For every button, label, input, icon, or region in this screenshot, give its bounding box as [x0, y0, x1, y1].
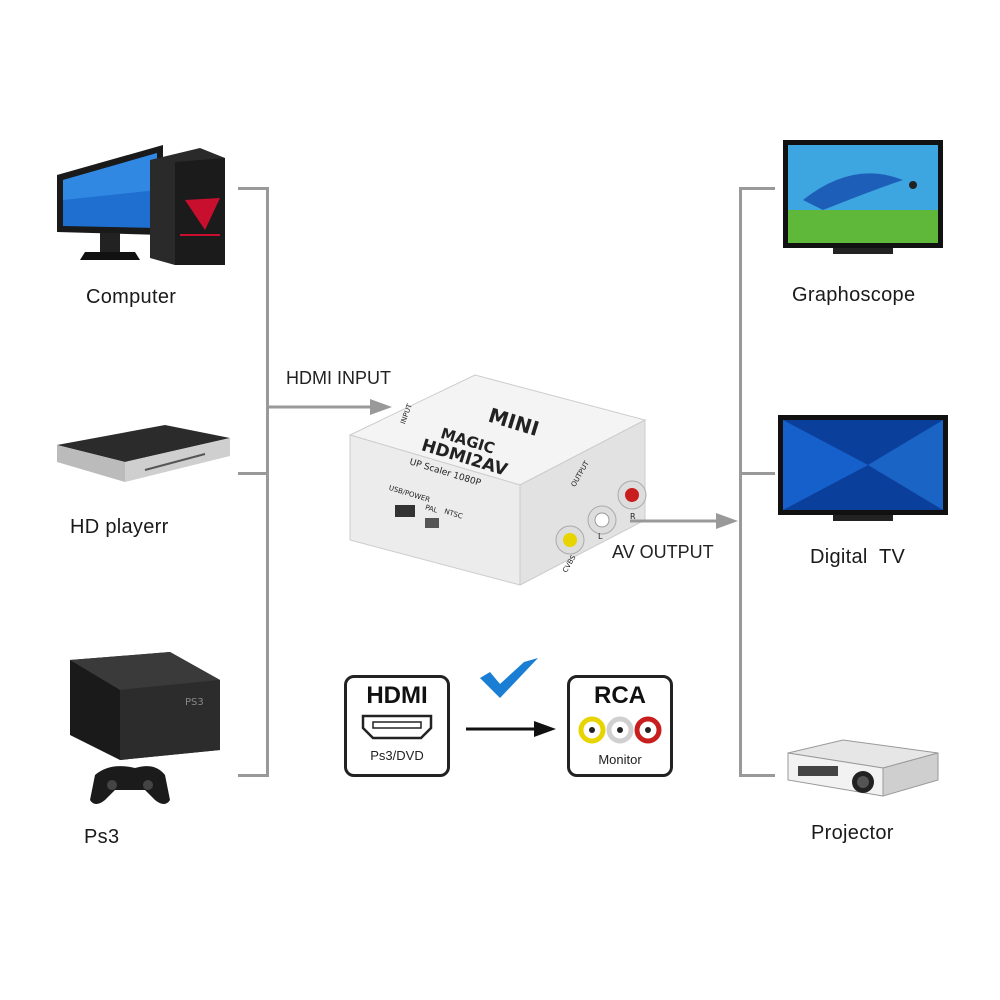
rca-legend-box: RCA Monitor: [567, 675, 673, 777]
legend-arrow: [466, 721, 556, 737]
hdmi-input-arrow: [266, 399, 392, 415]
right-bracket-bottom: [739, 774, 775, 777]
output-label-projector: Projector: [811, 822, 894, 844]
right-bracket-middle: [739, 472, 775, 475]
source-label-hd-player: HD playerr: [70, 516, 169, 538]
rca-legend-subtitle: Monitor: [598, 752, 642, 767]
hdmi-plug-icon: [361, 714, 433, 740]
digital-tv-image: [778, 415, 948, 521]
right-bracket-vertical: [739, 187, 742, 777]
av-output-label: AV OUTPUT: [612, 542, 714, 562]
device-r-label: R: [630, 512, 636, 521]
left-bracket-vertical: [266, 187, 269, 777]
projector-image: [787, 739, 939, 797]
source-label-computer: Computer: [86, 286, 177, 308]
rca-connectors-icon: [578, 716, 662, 744]
ps3-image: PS3: [70, 652, 220, 804]
left-bracket-middle: [238, 472, 268, 475]
right-bracket-top: [739, 187, 775, 190]
svg-text:PS3: PS3: [185, 697, 204, 708]
hd-player-image: [57, 425, 230, 482]
left-bracket-top: [238, 187, 268, 190]
av-output-arrow: [630, 513, 738, 529]
hdmi-legend-title: HDMI: [366, 682, 428, 709]
left-bracket-bottom: [238, 774, 268, 777]
source-label-ps3: Ps3: [84, 826, 120, 848]
hdmi-legend-box: HDMI Ps3/DVD: [344, 675, 450, 777]
rca-legend-title: RCA: [594, 682, 646, 709]
graphoscope-image: [783, 140, 943, 254]
device-l-label: L: [598, 532, 603, 541]
hdmi2av-converter-image: [348, 374, 647, 586]
output-label-graphoscope: Graphoscope: [792, 284, 916, 306]
check-icon: [480, 658, 538, 698]
hdmi-legend-subtitle: Ps3/DVD: [370, 748, 424, 763]
output-label-digital-tv: Digital TV: [810, 546, 906, 568]
computer-image: [57, 145, 225, 265]
hdmi-input-label: HDMI INPUT: [286, 368, 391, 388]
